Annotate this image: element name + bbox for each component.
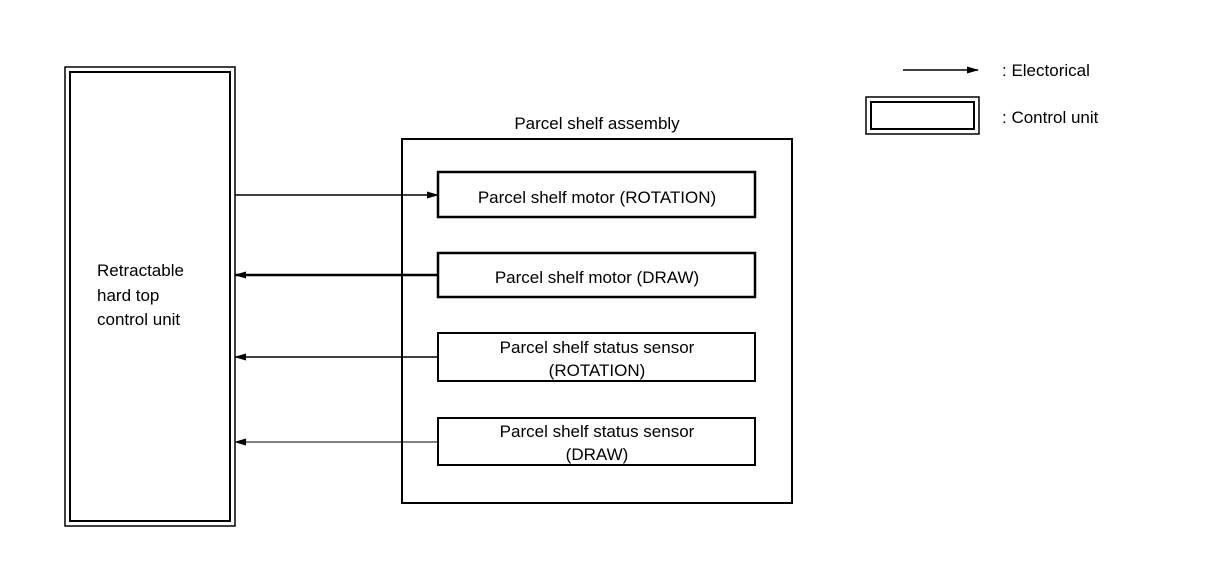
component-box [437,417,756,466]
control-unit: Retractable hard top control unit [64,66,236,527]
control-unit-inner-border [69,71,231,522]
legend-control-unit-label: : Control unit [1002,108,1099,127]
component-label-line2: (ROTATION) [549,361,646,380]
component-motor-rotation: Parcel shelf motor (ROTATION) [235,170,757,219]
control-unit-label-line2: hard top [97,286,159,305]
legend: : Electorical : Control unit [865,61,1099,135]
control-unit-label-line3: control unit [97,310,180,329]
control-unit-label-line1: Retractable [97,261,184,280]
assembly-title: Parcel shelf assembly [514,114,680,133]
component-label: Parcel shelf motor (DRAW) [495,268,699,287]
component-motor-draw: Parcel shelf motor (DRAW) [234,251,757,299]
component-sensor-rotation: Parcel shelf status sensor (ROTATION) [234,332,756,382]
assembly-frame [401,138,793,504]
legend-control-unit-outer [865,96,980,135]
legend-electrical-label: : Electorical [1002,61,1090,80]
component-sensor-draw: Parcel shelf status sensor (DRAW) [234,417,756,466]
component-label: Parcel shelf motor (ROTATION) [478,188,716,207]
parcel-shelf-assembly: Parcel shelf assembly [401,114,793,504]
component-label-line1: Parcel shelf status sensor [500,422,695,441]
component-label-line1: Parcel shelf status sensor [500,338,695,357]
control-unit-outer-border [64,66,236,527]
component-label-line2: (DRAW) [566,445,629,464]
legend-control-unit-inner [870,101,975,130]
